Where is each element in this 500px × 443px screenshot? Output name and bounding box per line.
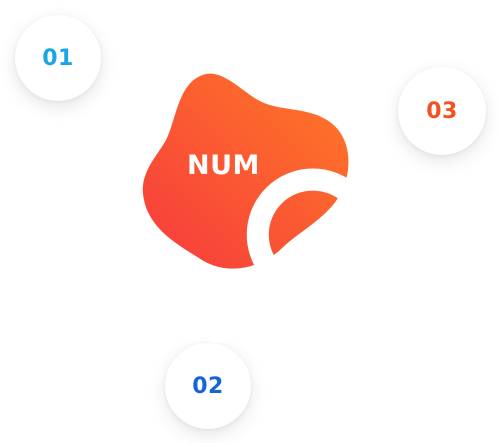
step-03-label: 03: [426, 98, 458, 124]
logo: NUM: [187, 150, 379, 343]
step-03-circle: 03: [398, 67, 486, 155]
central-logo-blob: NUM: [140, 70, 379, 343]
logo-text: NUM: [187, 150, 260, 181]
step-02-label: 02: [192, 373, 224, 399]
step-01-circle: 01: [15, 15, 101, 101]
blob-shape: [142, 73, 349, 269]
magnifier-icon: [204, 168, 379, 343]
step-02-circle: 02: [165, 343, 251, 429]
step-01-label: 01: [42, 45, 74, 71]
